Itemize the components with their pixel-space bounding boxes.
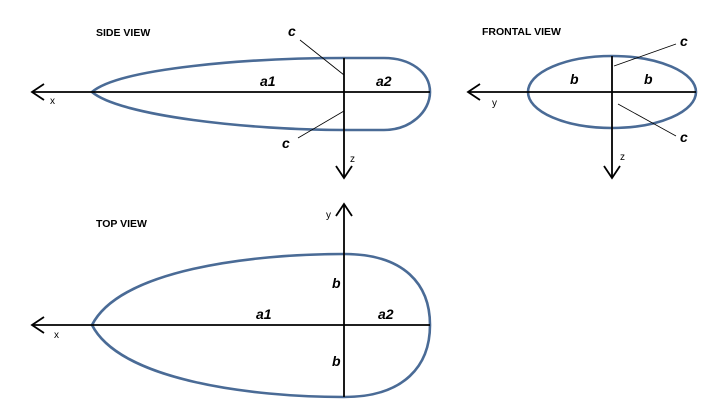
side-view-outline xyxy=(89,56,432,132)
side-view-c-leader-top xyxy=(299,39,345,76)
frontal-view-title: FRONTAL VIEW xyxy=(482,26,561,38)
frontal-view-label-c-top: c xyxy=(680,33,688,49)
side-view-title: SIDE VIEW xyxy=(96,27,150,39)
frontal-view: FRONTAL VIEW y z b b c c xyxy=(466,26,698,180)
frontal-view-y-arrowhead xyxy=(466,83,481,101)
top-view-axis-y: y xyxy=(326,210,331,221)
top-view-axis-x: x xyxy=(54,330,59,341)
top-view-title: TOP VIEW xyxy=(96,218,147,230)
frontal-view-axis-z: z xyxy=(620,152,625,163)
side-view-axis-z: z xyxy=(350,154,355,165)
frontal-view-label-b-right: b xyxy=(644,71,653,87)
top-view-label-b-bottom: b xyxy=(332,353,341,369)
top-view-label-a2: a2 xyxy=(378,306,394,322)
side-view: SIDE VIEW x z a1 a2 c c xyxy=(30,23,432,180)
frontal-view-c-leader-top xyxy=(613,43,677,67)
frontal-view-axis-y: y xyxy=(492,98,497,109)
top-view: TOP VIEW x y a1 a2 b b xyxy=(30,202,432,399)
side-view-axis-x: x xyxy=(50,96,55,107)
top-view-y-arrowhead xyxy=(335,202,353,217)
top-view-label-a1: a1 xyxy=(256,306,272,322)
side-view-label-c-top: c xyxy=(288,23,296,39)
top-view-x-arrowhead xyxy=(30,316,45,334)
side-view-c-leader-bottom xyxy=(297,110,345,139)
side-view-x-arrowhead xyxy=(30,83,45,101)
frontal-view-label-b-left: b xyxy=(570,71,579,87)
frontal-view-z-arrowhead xyxy=(603,165,621,180)
frontal-view-label-c-bottom: c xyxy=(680,129,688,145)
top-view-outline xyxy=(90,252,432,399)
top-view-label-b-top: b xyxy=(332,275,341,291)
side-view-label-a2: a2 xyxy=(376,73,392,89)
side-view-label-a1: a1 xyxy=(260,73,276,89)
frontal-view-c-leader-bottom xyxy=(617,103,677,137)
side-view-label-c-bottom: c xyxy=(282,135,290,151)
side-view-z-arrowhead xyxy=(335,165,353,180)
